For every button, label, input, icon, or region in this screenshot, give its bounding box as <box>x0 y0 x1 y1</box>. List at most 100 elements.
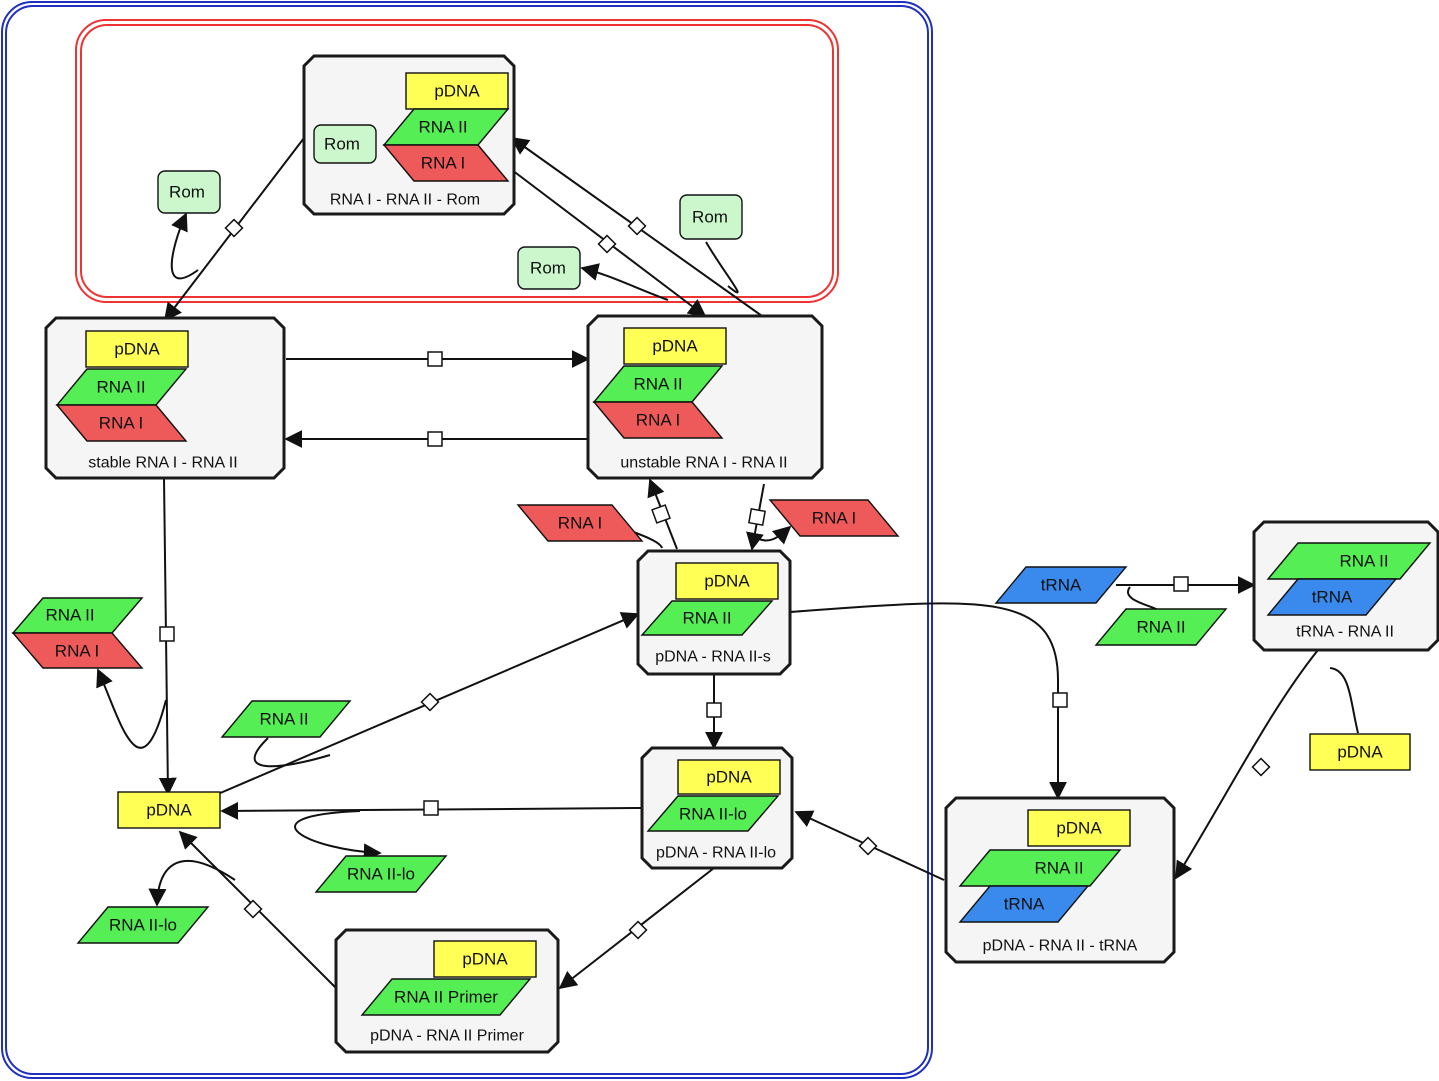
rna2-label: RNA II <box>633 375 682 394</box>
pdna-label: pDNA <box>114 340 160 359</box>
rna1-free-right-label: RNA I <box>812 509 856 528</box>
pdna-free-left-label: pDNA <box>146 801 192 820</box>
dimer-rna1-label: RNA I <box>55 642 99 661</box>
complex-pdna-rna2-trna[interactable]: pDNA RNA II tRNA pDNA - RNA II - tRNA <box>944 796 1176 964</box>
rna2primer-label: RNA II Primer <box>394 988 498 1007</box>
process-node <box>420 692 440 712</box>
process-node <box>706 702 722 718</box>
pdna-member <box>405 72 509 110</box>
compartment-blue <box>1 1 933 1079</box>
rom-consumed-right <box>705 241 739 294</box>
pdna-free-right[interactable]: pDNA <box>1309 733 1411 771</box>
rna2-consumed-trna <box>1127 586 1159 611</box>
trna-free-label: tRNA <box>1041 576 1082 595</box>
process-node <box>243 899 263 919</box>
pdna-label: pDNA <box>704 572 750 591</box>
rna2-free-right-label: RNA II <box>1136 618 1185 637</box>
pdna-free-right-label: pDNA <box>1337 743 1383 762</box>
process-node <box>427 431 443 447</box>
rom-member <box>313 124 377 164</box>
pdna-label: pDNA <box>434 82 480 101</box>
rna2lo-free-1[interactable]: RNA II-lo <box>314 855 448 893</box>
trna-free[interactable]: tRNA <box>994 566 1128 604</box>
rna2lo-release <box>294 810 382 862</box>
rna2lo-label: RNA II-lo <box>679 805 747 824</box>
dimer-rna2-label: RNA II <box>45 606 94 625</box>
complex-primer[interactable]: pDNA RNA II Primer pDNA - RNA II Primer <box>334 928 560 1054</box>
compartment-red <box>75 19 839 303</box>
rna2-label: RNA II <box>418 118 467 137</box>
complex-stable[interactable]: pDNA RNA II RNA I stable RNA I - RNA II <box>44 316 286 480</box>
process-node <box>224 218 244 238</box>
process-node <box>1173 576 1189 592</box>
rna2-free-middle[interactable]: RNA II <box>220 700 352 738</box>
rom-free-middle-label: Rom <box>530 259 566 278</box>
rom-free-right-label: Rom <box>692 208 728 227</box>
rna2-free-right[interactable]: RNA II <box>1094 608 1228 646</box>
rom-free-middle[interactable]: Rom <box>517 246 581 290</box>
process-node <box>1052 692 1068 708</box>
complex-unstable[interactable]: pDNA RNA II RNA I unstable RNA I - RNA I… <box>586 314 824 480</box>
process-node <box>651 504 671 524</box>
rna1-member <box>382 144 510 182</box>
process-node <box>1251 757 1271 777</box>
rna2-label: RNA II <box>1339 552 1388 571</box>
reaction-rna2s-to-trna-complex <box>789 602 1067 800</box>
rom-release-left <box>170 212 199 280</box>
trna-label: tRNA <box>1004 895 1045 914</box>
pdna-consumed-right <box>1329 667 1359 734</box>
rna2lo-release-2 <box>148 859 236 907</box>
pdna-label: pDNA <box>706 768 752 787</box>
pdna-label: pDNA <box>462 950 508 969</box>
complex-rom[interactable]: pDNA RNA II RNA I Rom RNA I - RNA II - R… <box>302 54 516 216</box>
rna2-label: RNA II <box>682 609 731 628</box>
rna1-free-right[interactable]: RNA I <box>768 499 900 537</box>
rna2lo-free-2[interactable]: RNA II-lo <box>76 906 210 944</box>
rna2-consumed <box>253 737 331 768</box>
process-nodes <box>159 216 1271 940</box>
rom-label: Rom <box>324 135 360 154</box>
complex-unstable-title: unstable RNA I - RNA II <box>620 455 787 472</box>
process-node <box>597 234 617 254</box>
rna2-label: RNA II <box>96 378 145 397</box>
rna2lo-free-2-label: RNA II-lo <box>109 916 177 935</box>
pdna-label: pDNA <box>1056 819 1102 838</box>
complex-rna2lo-title: pDNA - RNA II-lo <box>656 845 776 862</box>
process-node <box>628 920 648 940</box>
pdna-label: pDNA <box>652 337 698 356</box>
process-node <box>748 508 766 526</box>
process-node <box>427 351 443 367</box>
process-node <box>423 800 439 816</box>
complex-rna2s-title: pDNA - RNA II-s <box>655 649 771 666</box>
complex-trna-rna2-title: tRNA - RNA II <box>1296 624 1394 641</box>
rna2-free-middle-label: RNA II <box>259 710 308 729</box>
process-node <box>627 216 647 236</box>
dimer-release <box>96 668 167 749</box>
rom-free-left-label: Rom <box>169 183 205 202</box>
process-node <box>858 836 878 856</box>
rna1-free-left[interactable]: RNA I <box>516 504 644 542</box>
complex-rna2s[interactable]: pDNA RNA II pDNA - RNA II-s <box>636 549 792 676</box>
rna1-label: RNA I <box>636 411 680 430</box>
rna2lo-free-1-label: RNA II-lo <box>347 865 415 884</box>
trna-label: tRNA <box>1312 588 1353 607</box>
complex-primer-title: pDNA - RNA II Primer <box>370 1028 524 1045</box>
rna1-label: RNA I <box>99 414 143 433</box>
complex-trna-rna2[interactable]: RNA II tRNA tRNA - RNA II <box>1252 520 1439 652</box>
rom-free-left[interactable]: Rom <box>157 170 221 214</box>
rna1-label: RNA I <box>421 154 465 173</box>
complex-pdna-rna2-trna-title: pDNA - RNA II - tRNA <box>983 938 1138 955</box>
reaction-trna-rna2-to-complex <box>1175 649 1319 880</box>
rna2-label: RNA II <box>1034 859 1083 878</box>
process-node <box>159 626 175 642</box>
rna1-release-right <box>756 525 792 545</box>
complex-rna2lo[interactable]: pDNA RNA II-lo pDNA - RNA II-lo <box>640 746 794 870</box>
rna1-free-left-label: RNA I <box>558 514 602 533</box>
dimer-free[interactable]: RNA II RNA I <box>11 597 144 669</box>
rom-release-middle <box>580 263 669 301</box>
rom-free-right[interactable]: Rom <box>679 194 743 240</box>
complex-stable-title: stable RNA I - RNA II <box>88 455 237 472</box>
pdna-free-left[interactable]: pDNA <box>117 791 221 829</box>
complex-rom-title: RNA I - RNA II - Rom <box>330 192 480 209</box>
